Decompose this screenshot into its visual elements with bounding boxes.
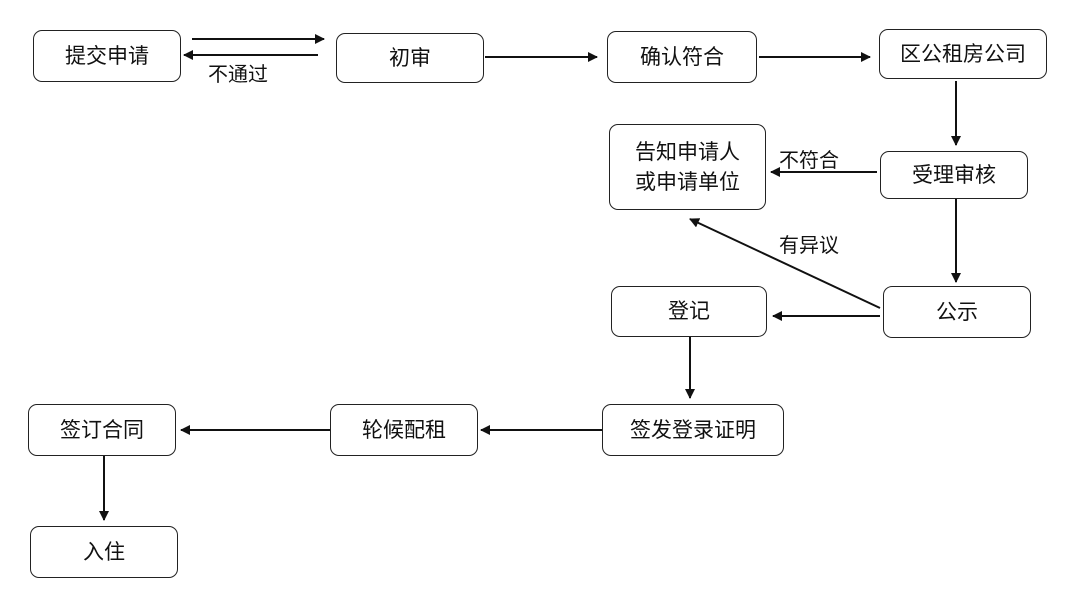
node-move-in: 入住	[30, 526, 178, 578]
edge-label-not-matching: 不符合	[779, 148, 839, 172]
node-district-company: 区公租房公司	[879, 29, 1047, 79]
node-district-company-label: 区公租房公司	[900, 41, 1026, 66]
node-issue-certificate-label: 签发登录证明	[630, 417, 756, 442]
node-accept-review-label: 受理审核	[912, 162, 996, 187]
node-publicity: 公示	[883, 286, 1031, 338]
node-register: 登记	[611, 286, 767, 337]
node-waitlist-allocation: 轮候配租	[330, 404, 478, 456]
node-notify-applicant: 告知申请人 或申请单位	[609, 124, 766, 210]
node-notify-applicant-line2: 或申请单位	[635, 170, 740, 194]
node-sign-contract: 签订合同	[28, 404, 176, 456]
node-initial-review: 初审	[336, 33, 484, 83]
node-submit-application-label: 提交申请	[65, 43, 149, 68]
node-accept-review: 受理审核	[880, 151, 1028, 199]
node-waitlist-allocation-label: 轮候配租	[362, 417, 446, 442]
edge-label-not-passed: 不通过	[208, 62, 268, 86]
node-submit-application: 提交申请	[33, 30, 181, 82]
node-sign-contract-label: 签订合同	[60, 417, 144, 442]
node-issue-certificate: 签发登录证明	[602, 404, 784, 456]
node-register-label: 登记	[668, 299, 710, 324]
node-initial-review-label: 初审	[389, 45, 431, 70]
node-move-in-label: 入住	[83, 539, 125, 564]
node-notify-applicant-line1: 告知申请人	[635, 139, 740, 164]
node-confirm-match: 确认符合	[607, 31, 757, 83]
node-publicity-label: 公示	[936, 299, 978, 324]
node-confirm-match-label: 确认符合	[640, 44, 724, 69]
edge-label-objection: 有异议	[779, 233, 839, 257]
edge-publicity-to-notify	[689, 218, 881, 309]
